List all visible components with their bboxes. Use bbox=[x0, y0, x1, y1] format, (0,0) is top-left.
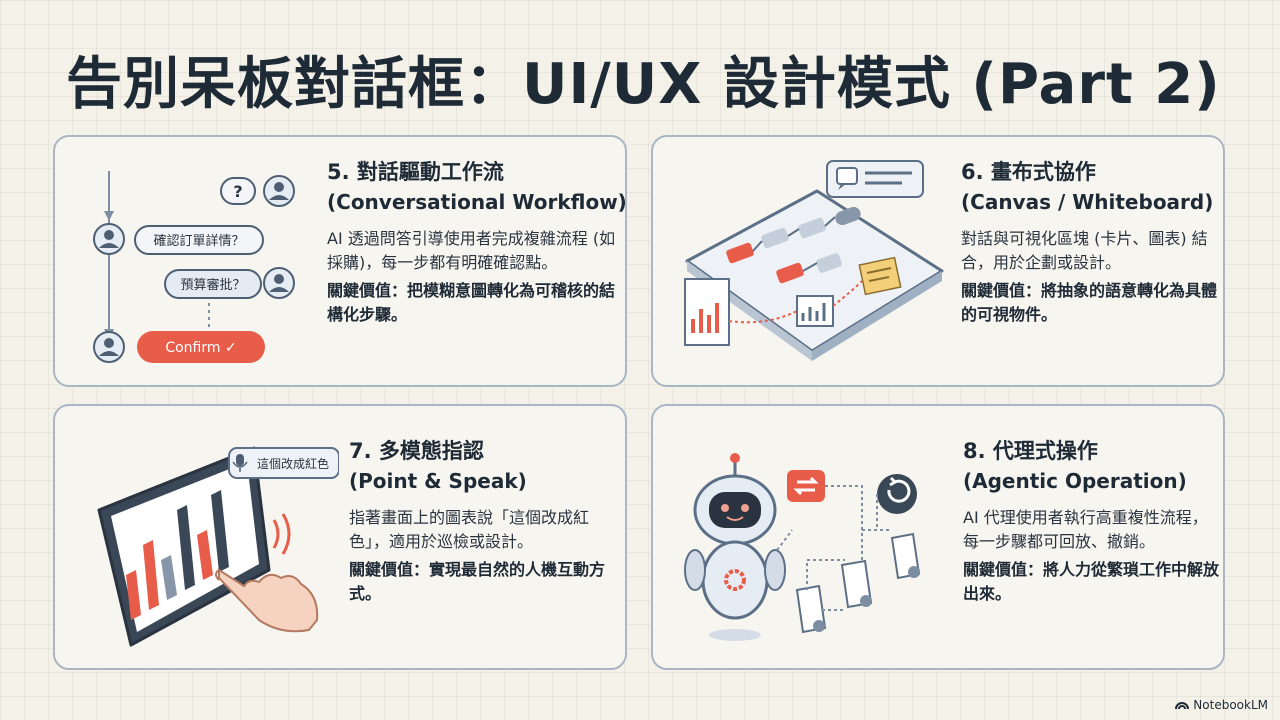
card-description: 指著畫面上的圖表說「這個改成紅色」，適用於巡檢或設計。 bbox=[349, 508, 590, 551]
robot-icon bbox=[684, 453, 786, 641]
canvas-whiteboard-illustration bbox=[684, 160, 944, 361]
card-heading: 8. 代理式操作 bbox=[963, 439, 1098, 463]
card-subheading: (Conversational Workflow) bbox=[327, 190, 627, 214]
card-heading: 7. 多模態指認 bbox=[349, 439, 484, 463]
card-conversational-workflow: ? 確認訂單詳情？ 預算審批？ Confirm ✓ 5. 對話驅動工作流 (Co… bbox=[53, 135, 627, 387]
user-avatar-icon bbox=[93, 223, 125, 255]
document-icon bbox=[890, 532, 921, 580]
user-avatar-icon bbox=[93, 331, 125, 363]
notebooklm-logo-icon bbox=[1175, 702, 1190, 710]
document-icon bbox=[795, 584, 827, 634]
card-description: AI 透過問答引導使用者完成複雜流程 (如採購)，每一步都有明確確認點。 bbox=[327, 229, 616, 272]
bubble-confirm-order: 確認訂單詳情？ bbox=[153, 233, 244, 249]
microphone-icon bbox=[232, 454, 248, 472]
conversational-workflow-illustration: ? 確認訂單詳情？ 預算審批？ Confirm ✓ bbox=[93, 171, 295, 363]
pointing-hand-icon bbox=[215, 568, 319, 633]
card-description: 對話與可視化區塊 (卡片、圖表) 結合，用於企劃或設計。 bbox=[961, 229, 1208, 272]
bubble-budget-approval: 預算審批？ bbox=[180, 278, 245, 293]
notebooklm-watermark: NotebookLM bbox=[1175, 696, 1268, 714]
assistant-avatar-icon bbox=[263, 267, 295, 299]
agentic-operation-illustration bbox=[684, 453, 921, 641]
card-subheading: (Point & Speak) bbox=[349, 469, 527, 493]
chat-bubble-icon bbox=[826, 160, 924, 198]
card-key-value: 關鍵價值：將抽象的語意轉化為具體的可視物件。 bbox=[961, 281, 1218, 324]
card-canvas-whiteboard: 6. 畫布式協作 (Canvas / Whiteboard) 對話與可視化區塊 … bbox=[651, 135, 1225, 387]
card-key-value: 關鍵價值：實現最自然的人機互動方式。 bbox=[349, 560, 606, 603]
document-icon bbox=[840, 559, 873, 609]
assistant-avatar-icon bbox=[263, 175, 295, 207]
card-agentic-operation: 8. 代理式操作 (Agentic Operation) AI 代理使用者執行高… bbox=[651, 404, 1225, 670]
card-point-and-speak: 這個改成紅色 7. 多模態指認 (Point & Speak) 指著畫面上的圖表… bbox=[53, 404, 627, 670]
card-description: AI 代理使用者執行高重複性流程，每一步驟都可回放、撤銷。 bbox=[963, 508, 1208, 551]
page-title: 告別呆板對話框：UI/UX 設計模式 (Part 2) bbox=[66, 52, 1221, 117]
card-subheading: (Canvas / Whiteboard) bbox=[961, 190, 1214, 214]
question-bubble: ? bbox=[233, 182, 242, 201]
card-heading: 6. 畫布式協作 bbox=[961, 160, 1096, 184]
undo-replay-icon bbox=[877, 474, 917, 514]
card-key-value: 關鍵價值：將人力從繁瑣工作中解放出來。 bbox=[963, 560, 1220, 603]
card-subheading: (Agentic Operation) bbox=[963, 469, 1187, 493]
point-and-speak-illustration: 這個改成紅色 bbox=[97, 446, 339, 647]
watermark-text: NotebookLM bbox=[1193, 698, 1268, 712]
swap-arrows-icon bbox=[787, 470, 825, 502]
confirm-button[interactable]: Confirm ✓ bbox=[165, 340, 236, 356]
card-heading: 5. 對話驅動工作流 bbox=[327, 160, 504, 184]
sound-wave-icon bbox=[272, 519, 280, 549]
voice-command-bubble: 這個改成紅色 bbox=[257, 456, 329, 471]
card-key-value: 關鍵價值：把模糊意圖轉化為可稽核的結構化步驟。 bbox=[327, 281, 616, 324]
